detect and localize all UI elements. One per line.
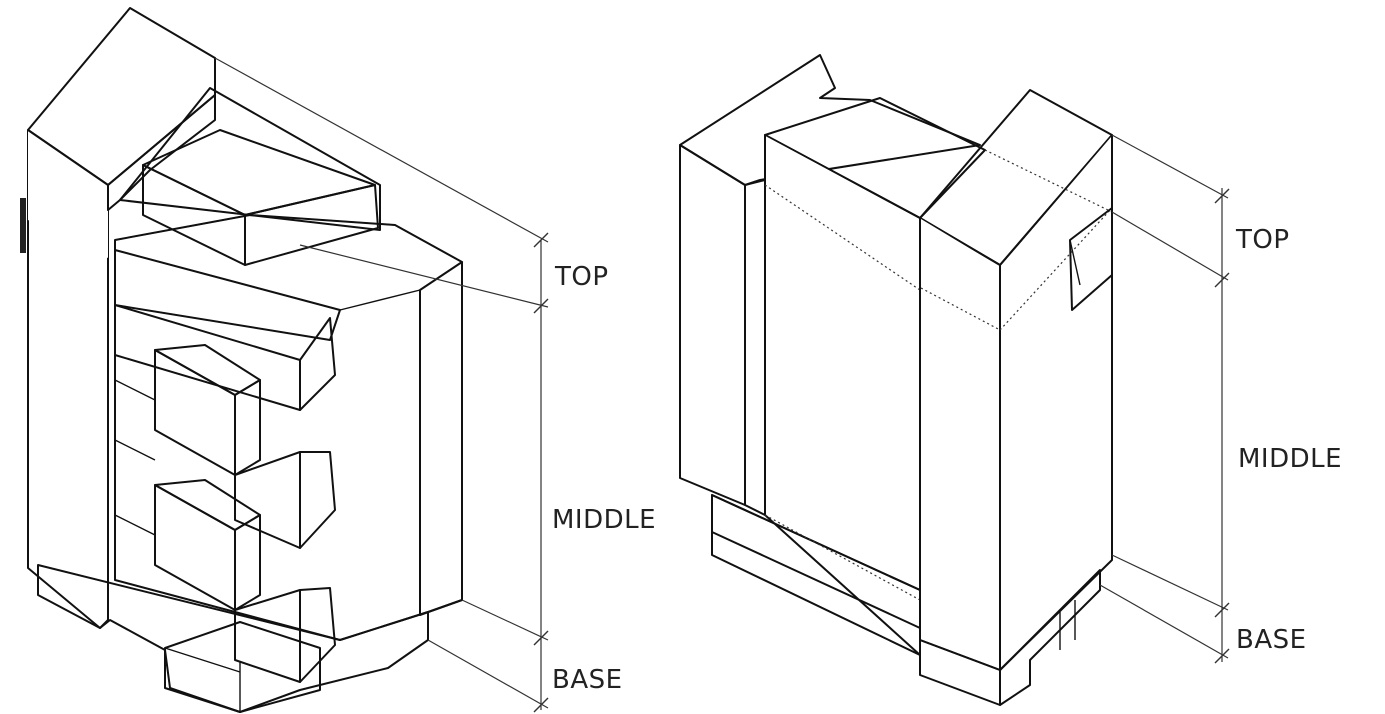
left-base-podium [37, 564, 429, 713]
right-left-tower-side [744, 179, 766, 516]
right-left-tower-roof [679, 54, 981, 186]
left-crown-box-front [142, 164, 246, 266]
left-building: TOP MIDDLE BASE [20, 7, 656, 713]
left-base-block [164, 621, 321, 713]
left-slab [20, 7, 216, 629]
left-wing-3-front [154, 484, 236, 611]
left-base-massing [37, 564, 429, 713]
left-wing-3-side [234, 514, 261, 611]
left-wing-2b-front [234, 451, 301, 549]
right-base-side [999, 569, 1101, 706]
left-cantilever-wings [114, 249, 341, 683]
right-base-label: BASE [1236, 625, 1307, 655]
right-base-front [711, 494, 921, 656]
left-wing-2b-end [299, 451, 336, 549]
left-slab-edge-fin [20, 198, 26, 253]
right-middle-label: MIDDLE [1238, 444, 1342, 474]
left-wing-2-side [234, 379, 261, 476]
left-wing-3b-end [299, 587, 336, 683]
right-building: TOP MIDDLE BASE [679, 54, 1342, 706]
right-base-corner [919, 639, 1001, 706]
right-front-tower [919, 89, 1113, 671]
left-wing-2-front [154, 349, 236, 476]
right-left-tower-front [679, 144, 746, 506]
left-middle-massing [114, 214, 464, 641]
left-crown-box-top [142, 129, 376, 216]
left-top-label: TOP [554, 262, 609, 292]
left-wing-2-top [154, 344, 261, 396]
right-top-label: TOP [1235, 225, 1290, 255]
left-middle-main-front [114, 214, 463, 641]
left-wing-3-top [154, 479, 261, 531]
right-base-massing [711, 494, 1101, 706]
left-top-crown [119, 87, 381, 266]
right-front-tower-notch [1069, 207, 1113, 311]
right-front-tower-top-band-front [921, 219, 999, 330]
right-dimension-lines [1099, 134, 1230, 664]
left-middle-label: MIDDLE [552, 505, 656, 535]
right-central-slab-top-band [766, 136, 919, 290]
left-crown-back [119, 87, 381, 231]
left-base-label: BASE [552, 665, 623, 695]
left-crown-box-side [244, 184, 379, 266]
left-wing-1-end [299, 317, 336, 411]
left-wing-1-top [114, 249, 341, 341]
left-slab-side-face [107, 57, 216, 211]
left-slab-top-band [28, 130, 108, 258]
right-central-slab [764, 97, 986, 656]
right-front-tower-top-band-side [1001, 137, 1111, 330]
left-dimension-lines [214, 57, 549, 713]
left-middle-side-face [419, 261, 463, 616]
